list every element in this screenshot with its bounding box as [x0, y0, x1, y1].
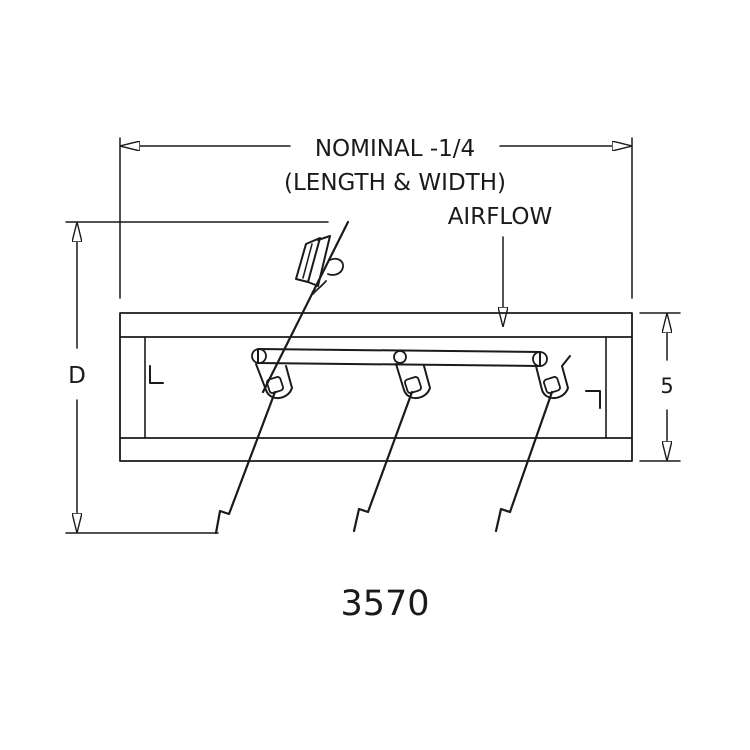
linkage-pivot-2 — [393, 350, 407, 364]
damper-blades — [214, 390, 554, 535]
height-dimension: 5 — [639, 312, 681, 462]
crank-arm-2 — [395, 363, 431, 399]
blade-clip-2 — [404, 376, 422, 394]
linkage-assembly — [251, 348, 571, 399]
depth-label: D — [68, 363, 86, 389]
crank-arm-1 — [255, 363, 293, 399]
airflow-indicator: AIRFLOW — [448, 204, 553, 326]
blade-1 — [214, 390, 277, 535]
linkage-pivot-3 — [532, 351, 548, 367]
nominal-label: NOMINAL -1/4 — [315, 136, 475, 162]
airflow-label: AIRFLOW — [448, 204, 553, 230]
linkage-pivot-1 — [251, 348, 267, 364]
quadrant-line — [302, 243, 313, 279]
frame-outline — [119, 312, 633, 462]
wing-nut-icon — [327, 257, 344, 276]
damper-frame — [119, 312, 633, 462]
blade-stop-left — [149, 365, 164, 384]
actuator-handle — [261, 220, 350, 394]
blade-3 — [494, 390, 554, 533]
quadrant-bracket — [307, 235, 331, 287]
crank-arm-3 — [535, 355, 571, 399]
width-dimension: NOMINAL -1/4 (LENGTH & WIDTH) — [119, 136, 633, 299]
blade-clip-1 — [266, 376, 284, 394]
length-width-label: (LENGTH & WIDTH) — [284, 170, 506, 196]
wing-nut-tail — [312, 280, 327, 295]
blade-clip-3 — [543, 376, 561, 394]
depth-dimension: D — [65, 221, 329, 534]
height-label: 5 — [660, 374, 673, 398]
blade-2 — [352, 390, 414, 533]
blade-stop-right — [585, 390, 601, 409]
model-number: 3570 — [340, 584, 429, 624]
